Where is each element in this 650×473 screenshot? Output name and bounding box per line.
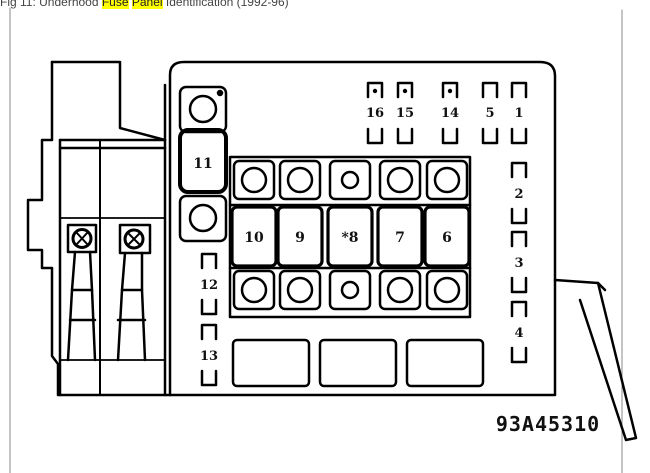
caption-highlight-fuse: Fuse <box>101 0 129 9</box>
fuse-box-outline <box>168 60 557 397</box>
right-slot-label-4: 4 <box>514 326 523 341</box>
left-slots-group: 12 13 <box>200 252 218 387</box>
fuse-11-column <box>178 85 228 243</box>
top-slots-group: 16 15 14 5 1 <box>366 81 528 145</box>
large-fuse-7: 7 <box>376 159 424 311</box>
large-fuse-label-6: 6 <box>442 230 452 246</box>
large-fuse-10: 10 <box>230 159 278 311</box>
large-fuse-8: *8 <box>326 159 374 311</box>
large-fuse-label-9: 9 <box>295 230 305 246</box>
right-slot-label-3: 3 <box>514 256 523 271</box>
top-slot-16: 16 <box>366 81 384 145</box>
top-slot-label-5: 5 <box>485 106 494 121</box>
right-slot-2: 2 <box>510 161 528 225</box>
large-fuse-label-8: *8 <box>341 230 358 246</box>
right-slots-group: 2 3 4 <box>510 161 528 364</box>
left-slot-label-12: 12 <box>200 278 218 293</box>
top-slot-15: 15 <box>396 81 414 145</box>
top-slot-label-1: 1 <box>514 106 523 121</box>
top-slot-label-16: 16 <box>366 106 384 121</box>
terminal-left <box>66 223 98 362</box>
caption-prefix: Fig 11: Underhood <box>0 0 102 9</box>
left-slot-12: 12 <box>200 252 218 316</box>
left-slot-label-13: 13 <box>200 349 218 364</box>
fuse-11-label: 11 <box>193 156 212 172</box>
top-slot-14: 14 <box>441 81 459 145</box>
figure-caption: Fig 11: Underhood Fuse Panel Identificat… <box>0 0 650 10</box>
left-slot-13: 13 <box>200 323 218 387</box>
left-bracket <box>26 60 172 397</box>
bottom-slot-2 <box>318 338 398 388</box>
right-slot-3: 3 <box>510 230 528 294</box>
caption-highlight-panel: Panel <box>131 0 163 9</box>
caption-suffix: Identification (1992-96) <box>162 0 289 9</box>
top-slot-label-15: 15 <box>396 106 414 121</box>
part-code: 93A45310 <box>496 412 600 436</box>
bottom-slot-1 <box>231 338 311 388</box>
bottom-slot-3 <box>405 338 485 388</box>
right-slot-label-2: 2 <box>514 187 523 202</box>
right-slot-4: 4 <box>510 300 528 364</box>
top-slot-label-14: 14 <box>441 106 459 121</box>
terminal-right <box>116 223 152 362</box>
large-fuses-group: 10 9 *8 7 6 <box>230 159 471 311</box>
large-fuse-6: 6 <box>423 159 471 311</box>
top-slot-5: 5 <box>481 81 499 145</box>
large-fuse-9: 9 <box>276 159 324 311</box>
box-right-strap <box>578 281 638 442</box>
large-fuse-label-7: 7 <box>395 230 405 246</box>
top-slot-1: 1 <box>510 81 528 145</box>
large-fuse-label-10: 10 <box>244 230 264 246</box>
